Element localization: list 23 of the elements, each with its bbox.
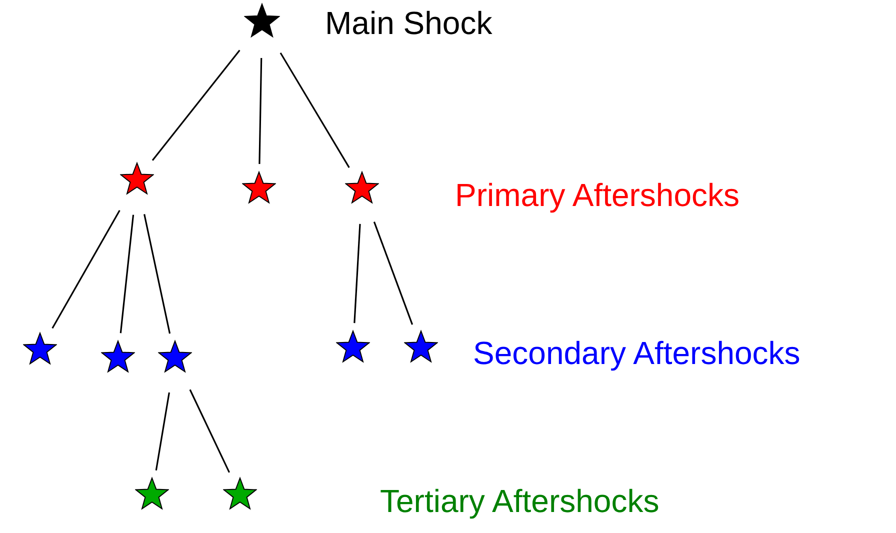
- star-marker: [23, 331, 57, 366]
- level-label: Secondary Aftershocks: [473, 336, 800, 372]
- connector-line: [258, 58, 262, 164]
- connector-line: [52, 210, 120, 329]
- connector-line: [354, 224, 361, 324]
- star-marker: [120, 161, 154, 196]
- star-marker: [242, 170, 276, 204]
- star-marker: [223, 476, 257, 510]
- connector-line: [189, 389, 230, 473]
- star-marker: [158, 339, 192, 374]
- star-marker: [135, 476, 169, 510]
- star-marker: [336, 329, 370, 364]
- level-label: Main Shock: [325, 6, 492, 42]
- star-marker: [101, 339, 135, 374]
- level-label: Primary Aftershocks: [455, 178, 740, 214]
- star-marker: [345, 170, 379, 204]
- connector-line: [373, 222, 414, 325]
- connector-line: [120, 214, 134, 334]
- level-label: Tertiary Aftershocks: [380, 484, 660, 520]
- connector-line: [155, 392, 170, 470]
- connector-line: [144, 214, 171, 334]
- star-marker: [404, 329, 438, 364]
- star-marker: [244, 2, 280, 38]
